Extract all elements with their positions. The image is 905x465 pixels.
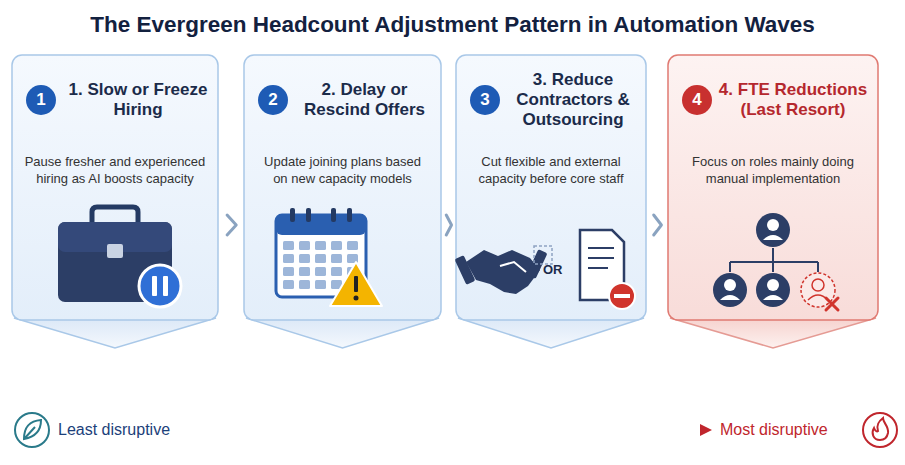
step-description: Update joining plans based on new capaci… bbox=[256, 153, 429, 187]
chevron-connector bbox=[446, 215, 451, 235]
scale-end-label: Most disruptive bbox=[720, 421, 828, 439]
card-pointer bbox=[246, 318, 439, 348]
warning-icon bbox=[330, 262, 382, 306]
document-icon bbox=[580, 230, 635, 309]
step-heading: 4. FTE Reductions (Last Resort) bbox=[714, 80, 872, 120]
card-pointer bbox=[14, 318, 216, 348]
step-number-badge: 1 bbox=[26, 85, 56, 115]
step-card: 2. Delay or Rescind OffersUpdate joining… bbox=[244, 55, 441, 320]
card-shape bbox=[244, 55, 441, 320]
callout-number: 4 bbox=[692, 90, 701, 110]
dashed-square bbox=[534, 246, 552, 264]
or-label: OR bbox=[543, 262, 563, 277]
callout-number: 1 bbox=[36, 90, 45, 110]
chevron-connector bbox=[446, 215, 451, 235]
card-shape bbox=[12, 55, 218, 320]
scale-start-label: Least disruptive bbox=[58, 421, 170, 439]
step-number-badge: 4 bbox=[682, 85, 712, 115]
card-pointer bbox=[458, 318, 644, 348]
chevron-connector bbox=[227, 215, 236, 235]
step-heading: 3. Reduce Contractors & Outsourcing bbox=[506, 70, 640, 130]
step-card: 1. Slow or Freeze HiringPause fresher an… bbox=[12, 55, 218, 320]
callout-number: 3 bbox=[480, 90, 489, 110]
step-description: Cut flexible and external capacity befor… bbox=[468, 153, 634, 187]
step-number-badge: 3 bbox=[470, 85, 500, 115]
chevron-connector bbox=[654, 215, 662, 235]
briefcase-icon bbox=[58, 207, 172, 302]
step-heading: 2. Delay or Rescind Offers bbox=[294, 80, 435, 120]
scale-arrow bbox=[205, 429, 702, 432]
card-pointer bbox=[670, 318, 876, 348]
step-number-badge: 2 bbox=[258, 85, 288, 115]
step-card: 3. Reduce Contractors & OutsourcingCut f… bbox=[456, 55, 646, 320]
org-chart-icon bbox=[713, 213, 838, 310]
callout-number: 2 bbox=[268, 90, 277, 110]
step-heading: 1. Slow or Freeze Hiring bbox=[64, 80, 212, 120]
step-description: Pause fresher and experienced hiring as … bbox=[24, 153, 206, 187]
diagram-title: The Evergreen Headcount Adjustment Patte… bbox=[0, 12, 905, 38]
scale-arrowhead bbox=[700, 424, 712, 436]
leaf-icon bbox=[15, 413, 49, 447]
fire-icon bbox=[863, 413, 897, 447]
chevron-connector bbox=[227, 215, 236, 235]
card-shape bbox=[668, 55, 878, 320]
step-card: 4. FTE Reductions (Last Resort) Focus on … bbox=[668, 55, 878, 320]
pause-icon bbox=[139, 265, 181, 307]
step-description: Focus on roles mainly doing manual imple… bbox=[680, 153, 866, 187]
chevron-connector bbox=[654, 215, 662, 235]
leaf-icon bbox=[24, 420, 41, 439]
card-shape bbox=[456, 55, 646, 320]
fire-icon bbox=[873, 418, 888, 440]
